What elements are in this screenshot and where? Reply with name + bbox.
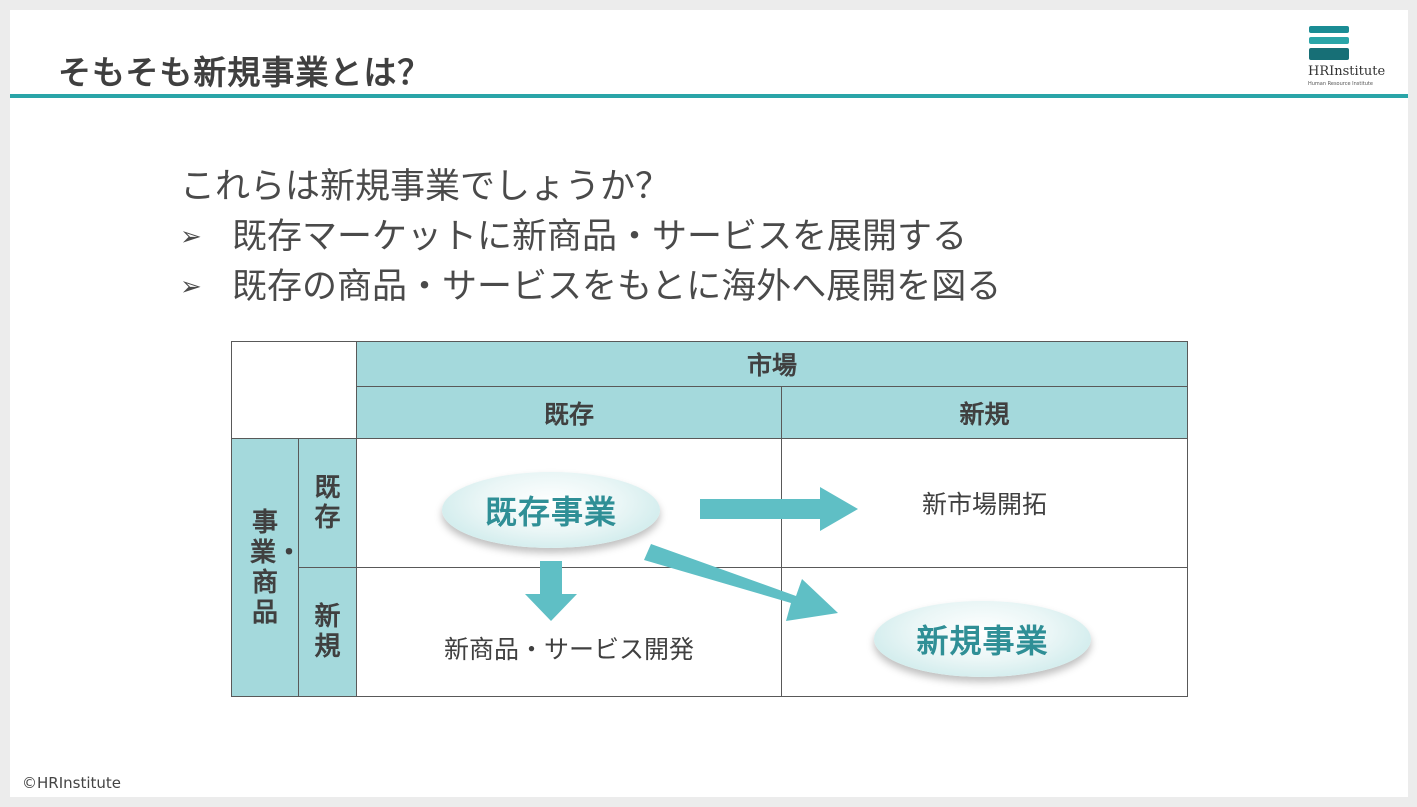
bullet-text: 既存マーケットに新商品・サービスを展開する [232, 217, 968, 257]
existing-business-oval: 既存事業 [442, 472, 660, 548]
bullet-arrow-icon: ➢ [180, 222, 202, 252]
logo-subtitle: Human Resource Institute [1308, 81, 1373, 87]
cell-new-existing: 新商品・サービス開発 [356, 567, 782, 697]
copyright-footer: ©HRInstitute [22, 774, 121, 792]
matrix-arrows [525, 487, 858, 621]
matrix-corner [231, 341, 357, 439]
logo-wave-top [1309, 26, 1349, 33]
col-header-existing: 既存 [356, 386, 782, 439]
bullet-item: ➢ 既存マーケットに新商品・サービスを展開する [180, 212, 1001, 262]
bullet-item: ➢ 既存の商品・サービスをもとに海外へ展開を図る [180, 262, 1001, 312]
row-new-label: 新規 [314, 602, 341, 662]
logo-name: HRInstitute [1308, 64, 1386, 79]
question-block: これらは新規事業でしょうか？ ➢ 既存マーケットに新商品・サービスを展開する ➢… [180, 162, 1001, 312]
slide-title: そもそも新規事業とは？ [58, 53, 432, 92]
bullet-text: 既存の商品・サービスをもとに海外へ展開を図る [232, 267, 1002, 307]
arrow-right-icon [700, 487, 858, 531]
hrinstitute-logo: HRInstitute Human Resource Institute [1306, 24, 1386, 94]
new-business-oval: 新規事業 [874, 601, 1091, 677]
row-header-existing: 既存 [298, 438, 357, 568]
logo-wave-middle [1309, 37, 1349, 44]
col-header-new: 新規 [781, 386, 1188, 439]
slide: そもそも新規事業とは？ HRInstitute Human Resource I… [10, 10, 1408, 797]
new-market-label: 新市場開拓 [921, 490, 1047, 519]
cell-existing-new: 新市場開拓 [781, 438, 1188, 568]
row-group-header: 事業・商品 [231, 438, 302, 697]
market-header: 市場 [356, 341, 1188, 387]
question-text: これらは新規事業でしょうか？ [180, 167, 671, 207]
bullet-arrow-icon: ➢ [180, 272, 202, 302]
new-product-label: 新商品・サービス開発 [443, 635, 694, 664]
row-existing-label: 既存 [314, 473, 341, 533]
title-divider [10, 94, 1408, 98]
arrow-diagonal-icon [644, 544, 838, 621]
logo-wave-bottom [1309, 48, 1349, 60]
arrow-down-icon [525, 561, 577, 621]
